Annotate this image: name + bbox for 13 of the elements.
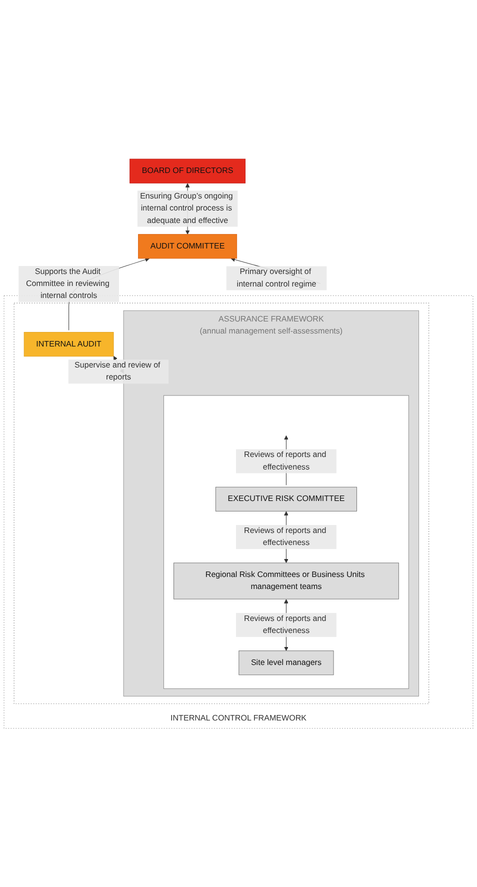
cluster <box>14 302 430 704</box>
node-box: INTERNAL AUDIT <box>24 332 114 356</box>
edge-label: Ensuring Group’s ongoing internal control process is adequate and effective <box>140 192 233 225</box>
node-box: BOARD OF DIRECTORS <box>130 158 246 184</box>
edge-label: Reviews of reports and effectiveness <box>244 450 326 472</box>
cluster <box>163 395 410 689</box>
node-box: EXECUTIVE RISK COMMITTEE <box>215 486 357 512</box>
node-box: Site level managers <box>238 650 334 675</box>
edge-label: Reviews of reports and effectiveness <box>244 614 326 635</box>
edge-label: Primary oversight of internal control regime <box>236 268 316 288</box>
edge-label: Reviews of reports and effectiveness <box>244 526 326 547</box>
node-box: Regional Risk Committees or Business Units management teams <box>174 562 399 600</box>
node-box: AUDIT COMMITTEE <box>138 234 238 258</box>
